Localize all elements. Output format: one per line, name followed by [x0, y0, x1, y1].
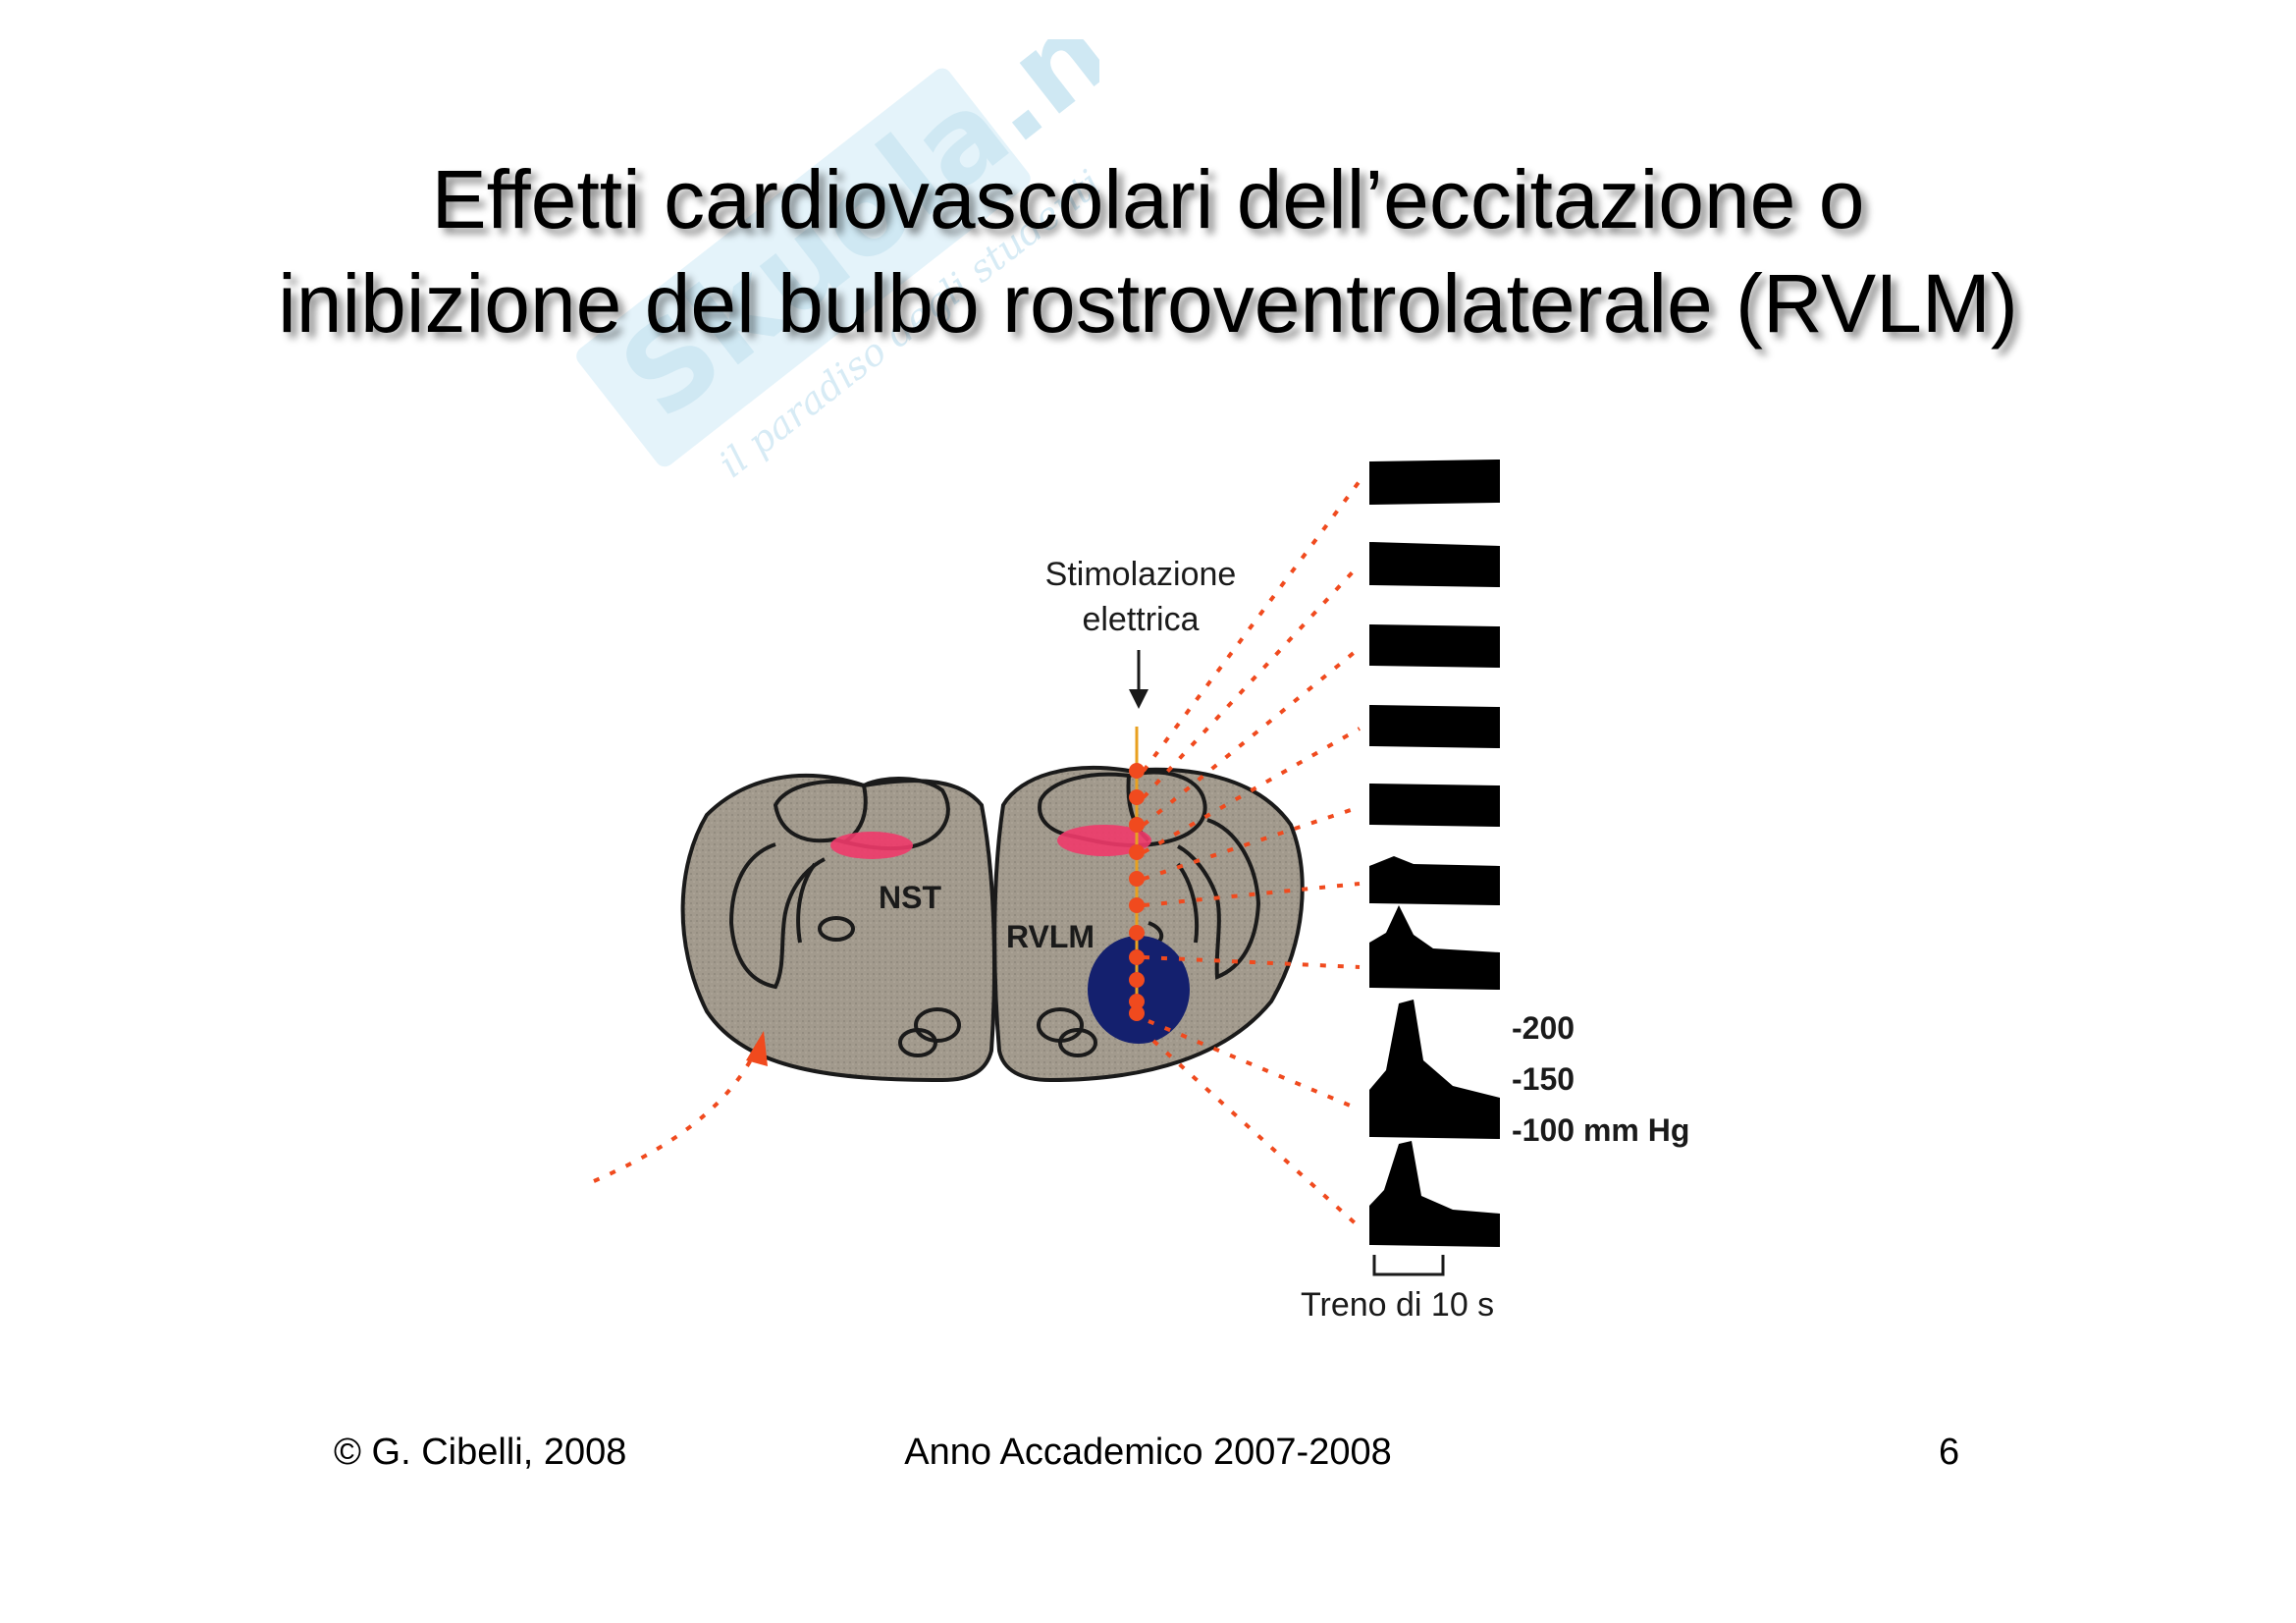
- stimulation-label-line1: Stimolazione: [1045, 556, 1237, 593]
- input-arrow: [593, 1031, 768, 1183]
- watermark-logo: Skuola.net il paradiso degli studenti: [576, 39, 1099, 486]
- slide-title: Effetti cardiovascolari dell’eccitazione…: [0, 147, 2296, 355]
- trace-4: [1369, 705, 1500, 748]
- trace-6: [1369, 856, 1500, 905]
- trace-8: [1369, 1000, 1500, 1139]
- trace-7: [1369, 905, 1500, 990]
- scale-label-100: -100 mm Hg: [1512, 1112, 1689, 1148]
- nucleus-left-pink: [830, 832, 913, 859]
- rvlm-region-blue: [1088, 936, 1190, 1044]
- stimulation-sites: [1129, 763, 1145, 1021]
- title-line-2: inibizione del bulbo rostroventrolateral…: [278, 257, 2018, 350]
- pressure-traces: [1369, 460, 1500, 1247]
- footer-academic-year: Anno Accademico 2007-2008: [904, 1432, 1392, 1473]
- title-line-1: Effetti cardiovascolari dell’eccitazione…: [431, 153, 1865, 245]
- trace-9: [1369, 1141, 1500, 1247]
- scale-label-200: -200: [1512, 1010, 1575, 1046]
- footer-page-number: 6: [1939, 1432, 1960, 1473]
- footer-copyright: © G. Cibelli, 2008: [334, 1432, 627, 1473]
- time-scale-bracket: [1372, 1255, 1445, 1276]
- trace-5: [1369, 784, 1500, 827]
- connector-lines: [1142, 479, 1362, 1229]
- trace-1: [1369, 460, 1500, 505]
- stimulation-arrow: [1129, 650, 1148, 709]
- rvlm-label: RVLM: [1006, 919, 1095, 954]
- medulla-left-half: [680, 774, 996, 1083]
- trace-2: [1369, 542, 1500, 587]
- time-scale-label: Treno di 10 s: [1301, 1286, 1494, 1324]
- scale-label-150: -150: [1512, 1061, 1575, 1097]
- nucleus-right-pink: [1057, 825, 1151, 856]
- nst-label: NST: [879, 880, 941, 915]
- trace-3: [1369, 624, 1500, 668]
- stimulation-label-line2: elettrica: [1082, 601, 1199, 638]
